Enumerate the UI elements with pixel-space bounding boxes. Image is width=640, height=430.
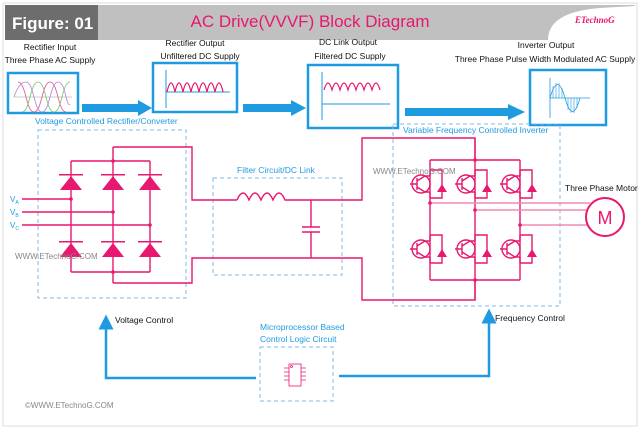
- rectifier-label: Voltage Controlled Rectifier/Converter: [35, 116, 178, 126]
- filter-label: Filter Circuit/DC Link: [237, 165, 316, 175]
- stage-2-waveform-box: [151, 61, 239, 114]
- stage-3-title: DC Link Output: [319, 37, 378, 47]
- header-bar: [5, 5, 635, 40]
- inverter-circuit: [409, 138, 590, 300]
- stage-1-waveform-box: [6, 71, 80, 115]
- input-vc: VC: [10, 221, 19, 232]
- stage-1-title: Rectifier Input: [24, 42, 77, 52]
- motor-symbol: M: [598, 208, 613, 228]
- microprocessor-label-1: Microprocessor Based: [260, 322, 345, 332]
- watermark: WWW.ETechnoG.COM: [15, 252, 98, 261]
- microprocessor-block: [259, 346, 334, 402]
- stage-2-subtitle: Unfiltered DC Supply: [160, 51, 240, 61]
- stage-3-subtitle: Filtered DC Supply: [314, 51, 386, 61]
- input-vb: VB: [10, 208, 19, 219]
- chip-icon: [284, 363, 306, 387]
- page-title: AC Drive(VVVF) Block Diagram: [191, 12, 430, 31]
- stage-4-title: Inverter Output: [518, 40, 575, 50]
- inverter-label: Variable Frequency Controlled Inverter: [403, 125, 549, 135]
- stage-4-subtitle: Three Phase Pulse Width Modulated AC Sup…: [455, 54, 636, 64]
- stage-3-waveform-box: [306, 63, 400, 130]
- frequency-control-arrow: [339, 308, 497, 378]
- watermark: WWW.ETechnoG.COM: [373, 167, 456, 176]
- voltage-control-label: Voltage Control: [115, 315, 173, 325]
- filter-block: [212, 177, 343, 276]
- input-va: VA: [10, 195, 19, 206]
- frequency-control-label: Frequency Control: [495, 313, 565, 323]
- copyright: ©WWW.ETechnoG.COM: [25, 401, 114, 410]
- voltage-control-arrow: [98, 314, 256, 380]
- microprocessor-label-2: Control Logic Circuit: [260, 334, 337, 344]
- logo: ETechnoG: [574, 15, 615, 25]
- stage-4-waveform-box: [528, 68, 608, 127]
- figure-badge: [5, 5, 98, 40]
- figure-label: Figure: 01: [12, 14, 93, 33]
- logo-backdrop: [548, 6, 635, 40]
- stage-2-title: Rectifier Output: [165, 38, 225, 48]
- stage-1-subtitle: Three Phase AC Supply: [5, 55, 96, 65]
- motor-label: Three Phase Motor: [565, 183, 638, 193]
- rectifier-block: [37, 129, 187, 299]
- motor: [585, 197, 625, 237]
- rectifier-circuit: [22, 146, 237, 284]
